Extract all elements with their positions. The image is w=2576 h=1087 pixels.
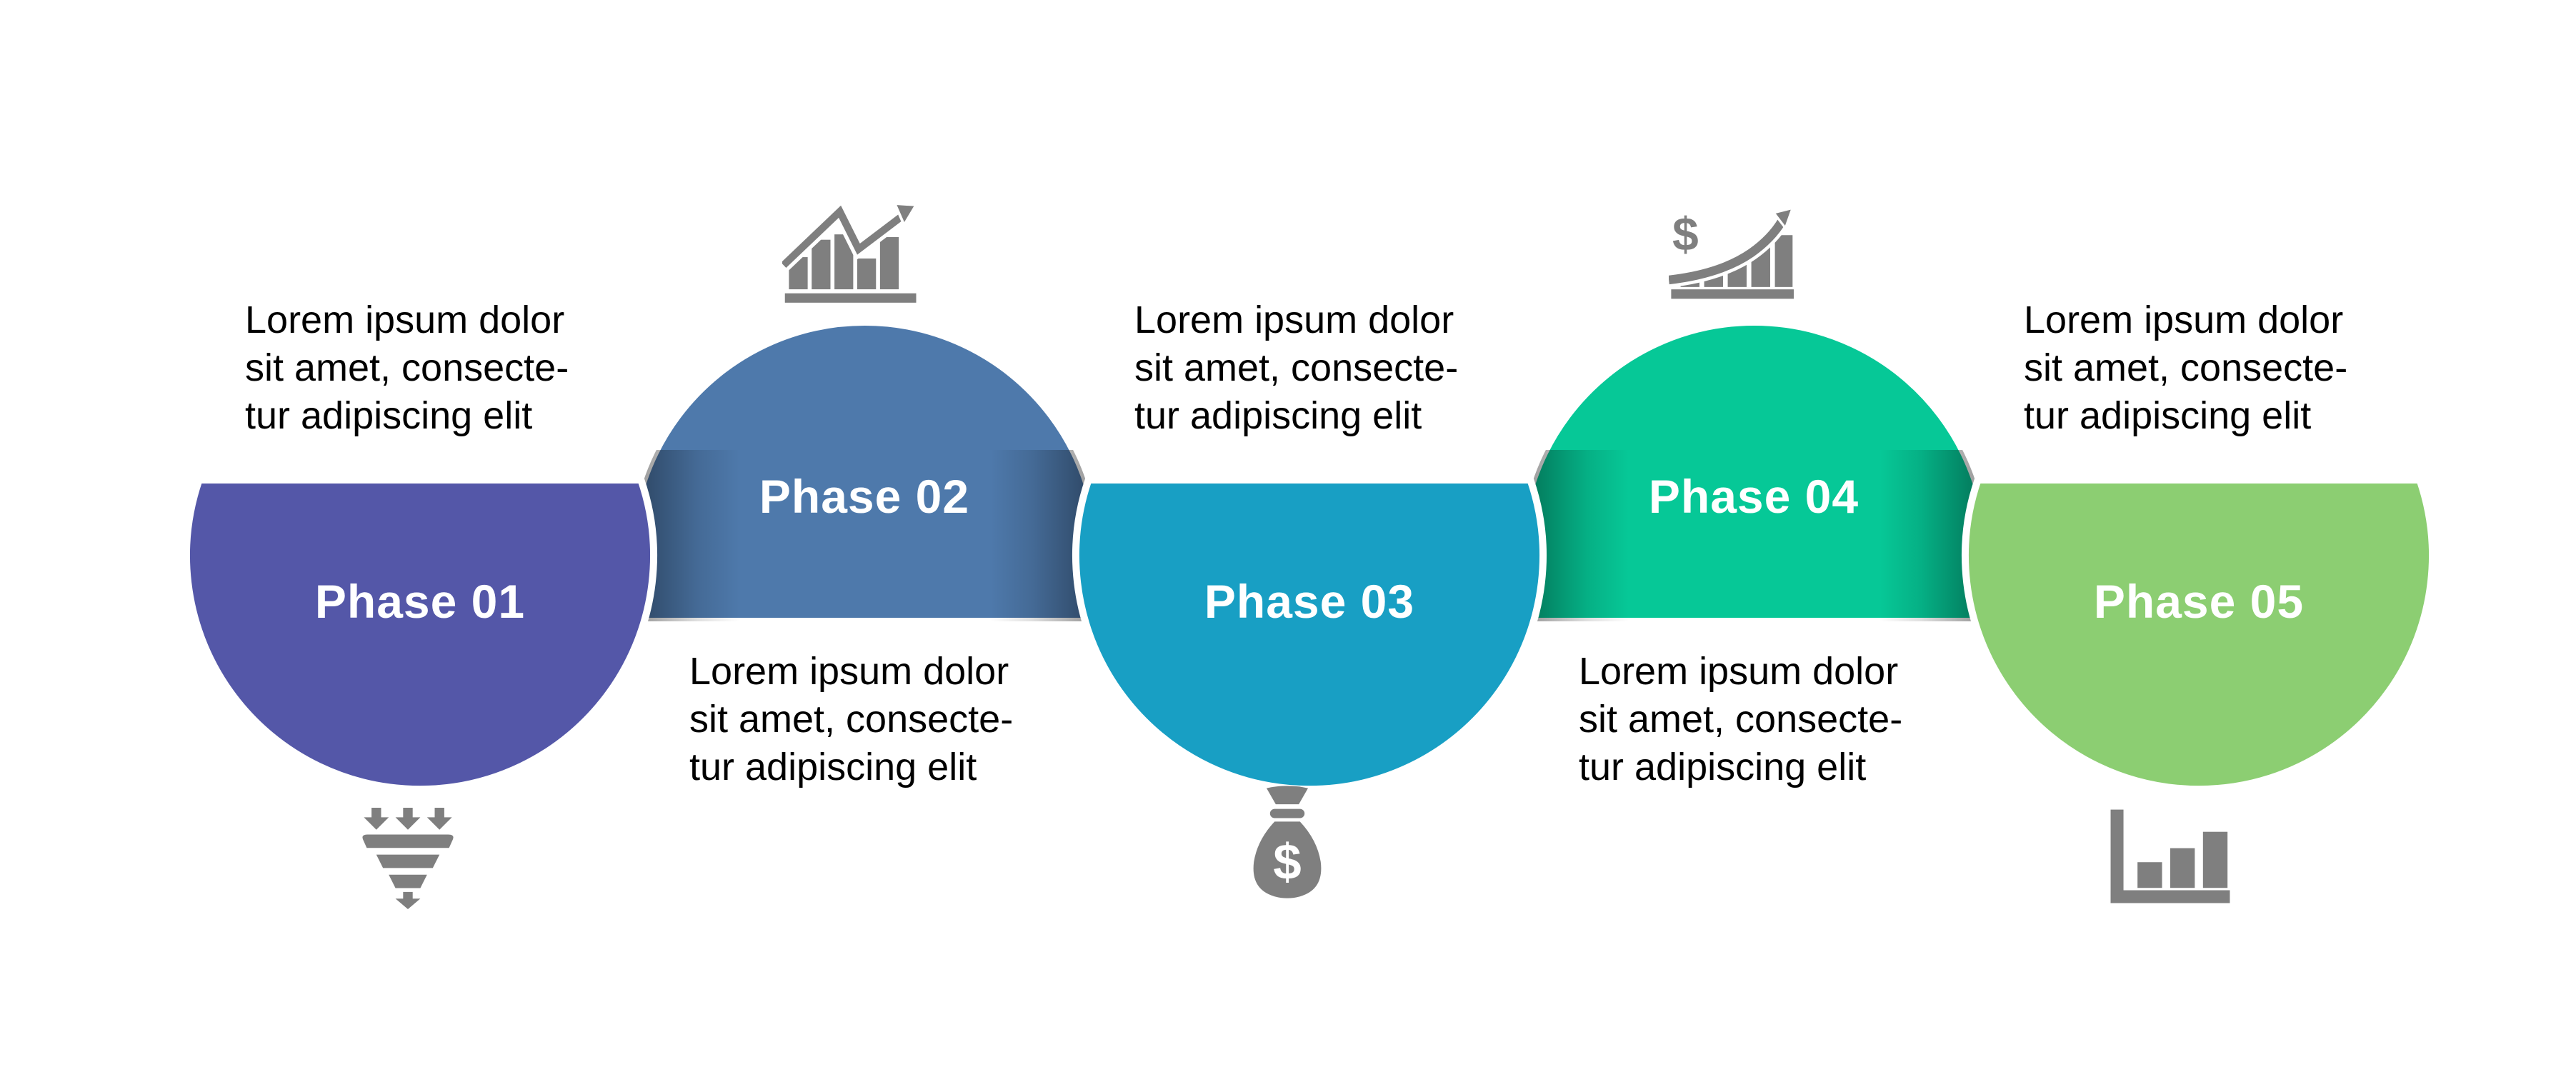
description-line: Lorem ipsum dolor — [1579, 650, 1899, 693]
phase-2-shape-group — [627, 319, 1102, 625]
phase-3-label: Phase 03 — [1204, 575, 1415, 628]
ascending-bar-chart-icon — [2106, 807, 2235, 909]
phase-4-description: Lorem ipsum dolor sit amet, consecte- tu… — [1579, 648, 1936, 791]
description-line: sit amet, consecte- — [2024, 346, 2348, 389]
phase-1-shape — [183, 476, 657, 793]
description-line: tur adipiscing elit — [245, 394, 533, 437]
phase-3-shape — [1072, 476, 1547, 793]
description-line: tur adipiscing elit — [1134, 394, 1422, 437]
phase-5-shape — [1962, 476, 2436, 793]
description-line: tur adipiscing elit — [2024, 394, 2312, 437]
description-line: Lorem ipsum dolor — [245, 299, 565, 341]
phase-2-description: Lorem ipsum dolor sit amet, consecte- tu… — [689, 648, 1047, 791]
svg-text:$: $ — [1672, 208, 1699, 261]
description-line: tur adipiscing elit — [689, 746, 977, 788]
dollar-growth-chart-icon: $ — [1669, 206, 1797, 300]
description-line: Lorem ipsum dolor — [2024, 299, 2344, 341]
phase-2-label: Phase 02 — [759, 470, 970, 523]
svg-text:$: $ — [1273, 834, 1301, 891]
phase-1-description: Lorem ipsum dolor sit amet, consecte- tu… — [245, 296, 602, 440]
funnel-icon — [360, 808, 456, 909]
phase-4-label: Phase 04 — [1648, 470, 1859, 523]
phase-5-label: Phase 05 — [2093, 575, 2305, 628]
description-line: Lorem ipsum dolor — [689, 650, 1009, 693]
phase-5-description: Lorem ipsum dolor sit amet, consecte- tu… — [2024, 296, 2381, 440]
description-line: sit amet, consecte- — [1134, 346, 1459, 389]
description-line: sit amet, consecte- — [245, 346, 569, 389]
bar-chart-trend-arrow-icon — [782, 202, 922, 303]
money-bag-icon: $ — [1252, 786, 1323, 901]
phase-1-label: Phase 01 — [314, 575, 526, 628]
description-line: sit amet, consecte- — [1579, 698, 1903, 741]
description-line: Lorem ipsum dolor — [1134, 299, 1454, 341]
phase-3-description: Lorem ipsum dolor sit amet, consecte- tu… — [1134, 296, 1492, 440]
description-line: tur adipiscing elit — [1579, 746, 1867, 788]
description-line: sit amet, consecte- — [689, 698, 1014, 741]
